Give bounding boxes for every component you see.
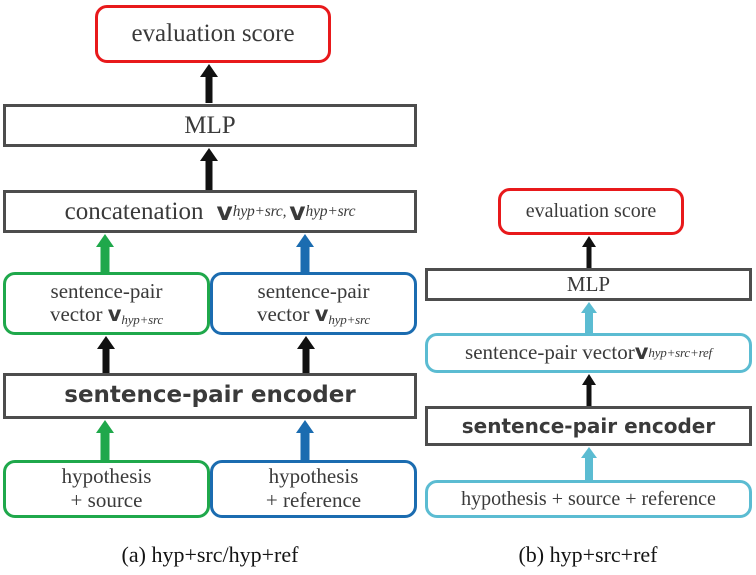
panel-a-evaluation-score-label: evaluation score <box>131 20 295 47</box>
panel-b-vector-symbol: v <box>634 340 649 365</box>
panel-a-left-vector-symbol: v <box>107 302 122 327</box>
panel-a-right-input-box: hypothesis + reference <box>210 460 417 518</box>
panel-b-arrow-mlp-to-score <box>581 236 597 268</box>
panel-b-vector-subscript: hyp+src+ref <box>648 344 712 360</box>
panel-b-encoder-box: sentence-pair encoder <box>425 406 752 446</box>
panel-a-arrow-mlp-to-score <box>200 64 218 103</box>
panel-b-arrow-encoder-to-vector <box>581 374 597 406</box>
panel-a-right-input-line1: hypothesis <box>268 464 359 489</box>
panel-b-arrow-input-to-encoder <box>581 447 597 480</box>
panel-a-arrow-encoder-to-right-vector <box>297 336 315 373</box>
panel-a-left-vector-subscript: hyp+src <box>121 311 164 327</box>
panel-a-encoder-box: sentence-pair encoder <box>3 373 417 419</box>
panel-a-left-input-line2: + source <box>70 488 143 512</box>
panel-a-right-vector-line1: sentence-pair <box>257 278 370 303</box>
panel-a-concat-vector1-subscript: hyp+src, <box>232 202 287 220</box>
panel-b-arrow-vector-to-mlp <box>581 302 597 333</box>
panel-a-evaluation-score-box: evaluation score <box>95 5 331 63</box>
panel-b-vector-label: sentence-pair vector <box>465 340 635 365</box>
panel-b-evaluation-score-label: evaluation score <box>525 200 657 223</box>
panel-b-mlp-box: MLP <box>425 268 752 301</box>
panel-a-concatenation-label: concatenation <box>64 197 204 225</box>
panel-b-caption: (b) hyp+src+ref <box>518 542 658 567</box>
panel-a-left-vector-line1: sentence-pair <box>50 278 163 303</box>
panel-a-right-vector-text: vector <box>256 302 315 327</box>
panel-a-concat-vector1-symbol: v <box>216 196 233 226</box>
panel-b-evaluation-score-box: evaluation score <box>498 188 684 235</box>
panel-a-concat-vector2-symbol: v <box>289 196 306 226</box>
panel-a-arrow-right-vector-to-concat <box>296 234 314 274</box>
panel-b-input-box: hypothesis + source + reference <box>425 480 752 518</box>
panel-b-input-label: hypothesis + source + reference <box>461 487 716 510</box>
panel-a-arrow-encoder-to-left-vector <box>97 336 115 373</box>
panel-a-left-vector-box: sentence-pair vector vhyp+src <box>3 272 210 335</box>
panel-a-left-input-line1: hypothesis <box>61 464 152 489</box>
panel-a-arrow-left-vector-to-concat <box>96 234 114 274</box>
panel-a-right-input-line2: + reference <box>265 488 362 512</box>
panel-a-right-vector-line2: vector vhyp+src <box>256 302 371 327</box>
panel-a-arrow-right-input-to-encoder <box>296 420 314 460</box>
panel-b-mlp-label: MLP <box>566 271 611 296</box>
panel-a-encoder-label: sentence-pair encoder <box>64 382 356 409</box>
panel-b-encoder-label: sentence-pair encoder <box>461 413 716 438</box>
panel-a-left-input-box: hypothesis + source <box>3 460 210 518</box>
panel-a-mlp-box: MLP <box>3 104 417 147</box>
panel-a-right-vector-box: sentence-pair vector vhyp+src <box>210 272 417 335</box>
panel-a-right-vector-subscript: hyp+src <box>328 311 371 327</box>
panel-a-caption: (a) hyp+src/hyp+ref <box>121 542 299 567</box>
panel-a-left-vector-line2: vector vhyp+src <box>49 302 164 327</box>
panel-a-right-vector-symbol: v <box>314 302 329 327</box>
panel-a-arrow-concat-to-mlp <box>200 148 218 190</box>
panel-a-arrow-left-input-to-encoder <box>96 420 114 460</box>
panel-a-mlp-label: MLP <box>184 111 236 139</box>
panel-a-left-vector-text: vector <box>49 302 108 327</box>
panel-a-concat-vector2-subscript: hyp+src <box>305 202 356 220</box>
